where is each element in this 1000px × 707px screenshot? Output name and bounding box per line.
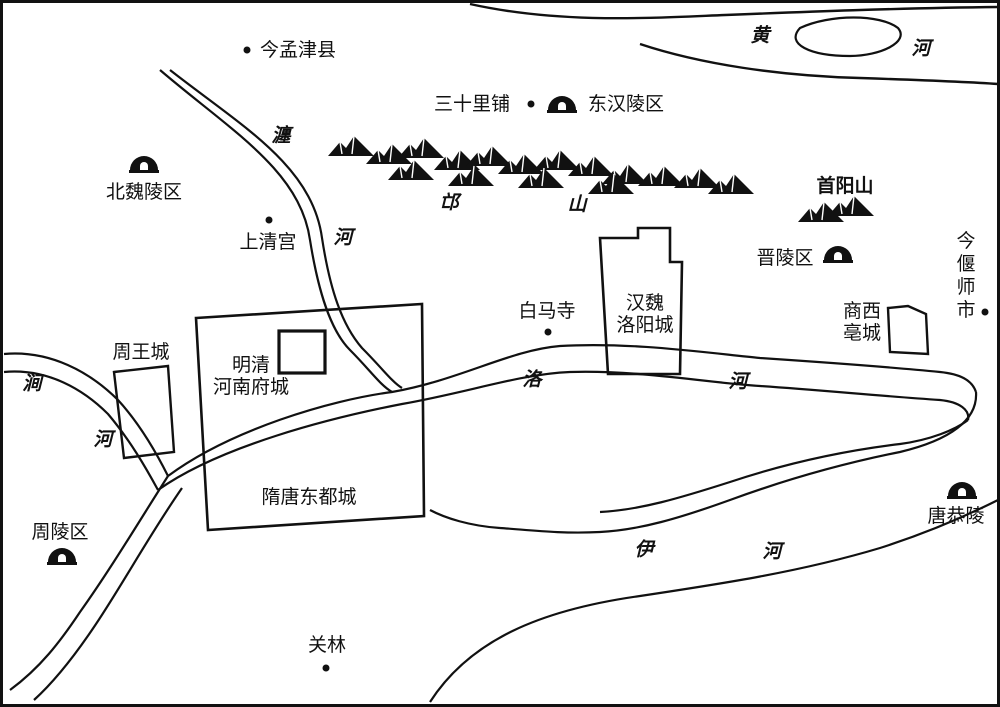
yi-river-south-bank [429,499,999,703]
mang-mountains [327,135,755,195]
luo-river-south-bank [157,370,970,491]
zhouwang-city-wall [112,364,176,460]
label-yellow-river-1: 黄 [750,24,770,47]
label-mang-mountain-1: 邙 [439,191,459,214]
zhou-tomb-icon [47,548,77,565]
beiwei-tomb-icon [129,156,159,173]
luo-river-lower-west [9,475,169,691]
hanwei-city-wall [598,226,684,376]
donghan-tomb-icon [547,96,577,113]
luo-river-lower-east [33,487,183,701]
label-shouyang: 首阳山 [816,175,874,197]
yellow-river [469,2,999,86]
label-tanggong-tomb: 唐恭陵 [927,505,985,527]
label-yellow-river-2: 河 [911,37,931,60]
label-zhouwang-city: 周王城 [112,341,170,363]
label-chan-river-2: 河 [333,226,353,249]
label-suitang-city: 隋唐东都城 [261,486,357,508]
yi-luo-inner-bank [599,419,969,514]
label-beiwei-tomb: 北魏陵区 [105,181,183,203]
label-zhou-tomb: 周陵区 [31,521,89,543]
label-luo-river-1: 洛 [522,368,542,391]
label-donghan-tomb: 东汉陵区 [587,93,665,115]
shang-city-wall [886,304,930,356]
label-shangqing: 上清宫 [239,231,297,253]
label-jin-tomb: 晋陵区 [756,247,814,269]
label-shang-city: 商西 亳城 [842,300,882,344]
label-jian-river-2: 河 [93,428,113,451]
yi-river-north-bank [499,391,978,534]
suitang-city-wall [194,302,426,532]
label-sanshilipu: 三十里铺 [433,93,511,115]
shouyang-mountain [797,195,875,223]
label-baimasi: 白马寺 [518,300,576,322]
label-yanshi: 今偃师市 [956,230,976,321]
label-luo-river-2: 河 [728,370,748,393]
guanlin-dot-icon [322,664,330,672]
label-mengjin: 今孟津县 [259,39,337,61]
luo-river-north-bank [167,344,978,477]
mengjin-dot-icon [243,46,251,54]
yanshi-dot-icon [981,308,989,316]
sanshilipu-dot-icon [527,100,535,108]
label-yi-river-2: 河 [762,540,782,563]
chan-river-west-bank [159,69,393,393]
label-mingqing-city: 明清 河南府城 [212,354,290,398]
label-hanwei-city: 汉魏 洛阳城 [616,292,674,336]
chan-river-east-bank [169,69,403,389]
shangqing-dot-icon [265,216,273,224]
label-guanlin: 关林 [307,634,347,656]
jian-river-south-bank [3,370,159,491]
label-yi-river-1: 伊 [634,538,654,561]
tanggong-tomb-icon [947,482,977,499]
mingqing-city-wall [277,329,327,375]
label-chan-river-1: 瀍 [271,124,291,147]
baimasi-dot-icon [544,328,552,336]
label-jian-river-1: 涧 [22,372,42,395]
jin-tomb-icon [823,246,853,263]
label-mang-mountain-2: 山 [567,193,587,216]
